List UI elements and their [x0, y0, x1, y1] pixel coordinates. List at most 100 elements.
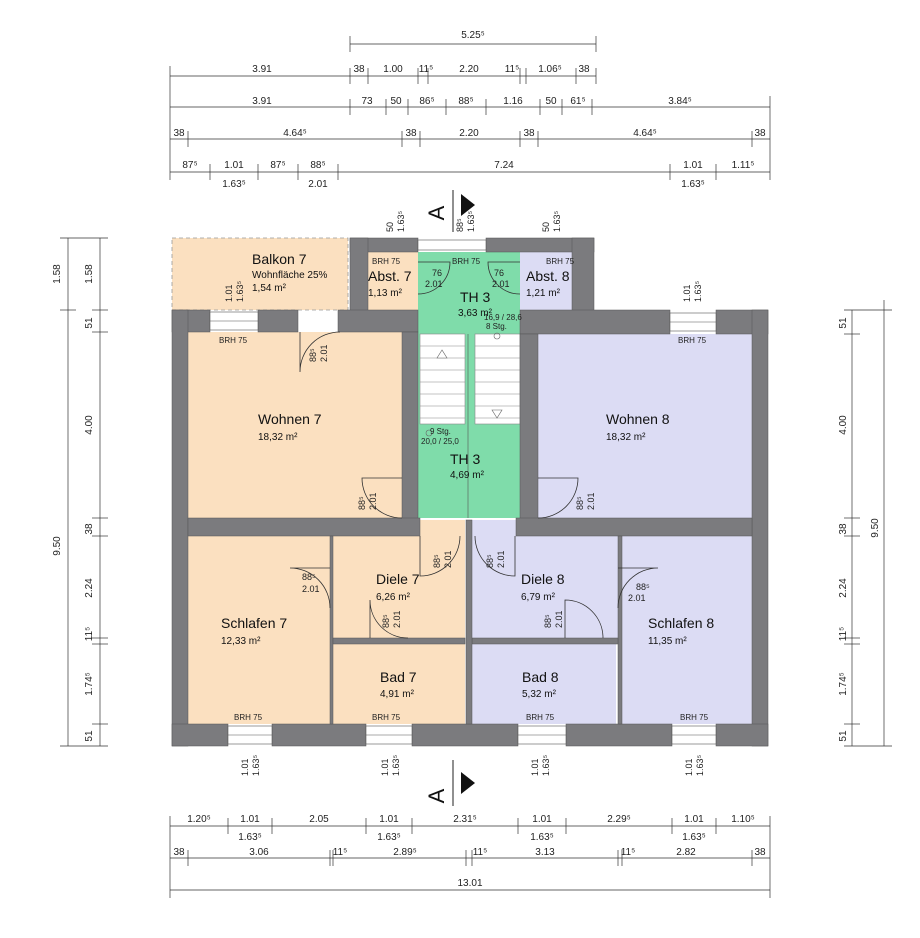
door-abst7-height: 2.01 [425, 279, 443, 289]
dim-top: 38 [754, 128, 766, 139]
brh-label: BRH 75 [546, 257, 575, 266]
brh-label: BRH 75 [372, 713, 401, 722]
dim-right: 1.74⁵ [838, 672, 849, 696]
fill-bad8 [472, 644, 616, 724]
fill-bad7 [333, 644, 465, 724]
window-bottom-4-height: 1.63⁵ [695, 754, 705, 776]
window-labels-bottom: 1.01 1.63⁵ 1.01 1.63⁵ 1.01 1.63⁵ 1.01 1.… [240, 754, 705, 776]
dim-top: 1.01 [224, 160, 244, 171]
door-labels: 88⁵ 2.01 76 2.01 76 2.01 88⁵ 2.01 88⁵ 2.… [302, 268, 650, 628]
dim-top: 38 [405, 128, 417, 139]
bad8-area: 5,32 m² [522, 689, 557, 700]
dim-bottom: 3.13 [535, 847, 555, 858]
window-bottom-3-height: 1.63⁵ [541, 754, 551, 776]
balkon7-note: Wohnfläche 25% [252, 270, 328, 281]
window-balkon-width: 1.01 [224, 284, 234, 302]
dim-bottom: 1.01 [240, 814, 260, 825]
dim-top: 38 [353, 64, 365, 75]
brh-label: BRH 75 [452, 257, 481, 266]
dim-right: 51 [838, 317, 849, 329]
dim-bottom: 1.01 [379, 814, 399, 825]
dim-left: 51 [84, 317, 95, 329]
bottom-dimension-lines [169, 816, 771, 898]
abst8-area: 1,21 m² [526, 288, 561, 299]
th3-bottom-area: 4,69 m² [450, 470, 485, 481]
th3-bottom-name: TH 3 [450, 451, 481, 467]
door-bad7-height: 2.01 [392, 610, 402, 628]
door-abst7-width: 76 [432, 268, 442, 278]
room-fills [171, 237, 752, 724]
dim-top: 7.24 [494, 160, 514, 171]
dim-top: 11⁵ [419, 64, 434, 75]
dim-left: 11⁵ [84, 627, 95, 642]
door-schlafen7-width: 88⁵ [302, 572, 316, 582]
dim-bottom: 11⁵ [621, 847, 636, 858]
diele8-name: Diele 8 [521, 571, 565, 587]
door-abst8-height: 2.01 [492, 279, 510, 289]
dim-top: 87⁵ [182, 160, 197, 171]
dim-top: 11⁵ [505, 64, 520, 75]
dim-bottom: 1.63⁵ [682, 832, 706, 843]
fill-wohnen8 [538, 334, 752, 518]
dim-top: 2.01 [308, 179, 328, 190]
top-dimension-texts: 5.25⁵ 3.91 38 1.00 11⁵ 2.20 11⁵ 1.06⁵ 38… [173, 30, 766, 190]
window-abst8-width: 50 [541, 222, 551, 232]
door-abst8-width: 76 [494, 268, 504, 278]
window-abst7-width: 50 [385, 222, 395, 232]
right-dimension-texts: 51 4.00 38 2.24 11⁵ 1.74⁵ 51 9.50 [838, 317, 881, 742]
dim-left: 9.50 [52, 536, 63, 556]
door-th7-height: 2.01 [443, 550, 453, 568]
fill-diele7 [333, 520, 465, 638]
door-swings [289, 261, 659, 639]
th3-top-steps-dim: 16,9 / 28,6 [484, 313, 522, 322]
th3-bottom-steps-dim: 20,0 / 25,0 [421, 437, 459, 446]
fill-abst7 [368, 252, 418, 310]
brh-labels: BRH 75 BRH 75 BRH 75 BRH 75 BRH 75 BRH 7… [219, 257, 709, 722]
dim-top: 1.06⁵ [538, 64, 562, 75]
door-wohnen7-width: 88⁵ [357, 496, 367, 510]
dim-top: 3.91 [252, 64, 272, 75]
dim-bottom: 1.01 [684, 814, 704, 825]
left-dimension-texts: 1.58 9.50 1.58 51 4.00 38 2.24 11⁵ 1.74⁵… [52, 264, 95, 742]
dim-bottom: 1.63⁵ [530, 832, 554, 843]
dim-top: 50 [545, 96, 557, 107]
window-bottom-1-width: 1.01 [240, 758, 250, 776]
window-bottom-3-width: 1.01 [530, 758, 540, 776]
door-th8-width: 88⁵ [485, 554, 495, 568]
dim-bottom: 1.63⁵ [238, 832, 262, 843]
window-bottom-2-width: 1.01 [380, 758, 390, 776]
dim-bottom: 11⁵ [333, 847, 348, 858]
dim-left: 1.58 [52, 264, 63, 284]
dim-left: 1.58 [84, 264, 95, 284]
brh-label: BRH 75 [526, 713, 555, 722]
dim-left: 51 [84, 730, 95, 742]
dim-bottom: 2.29⁵ [607, 814, 631, 825]
window-labels-top: 1.01 1.63⁵ 50 1.63⁵ 88⁵ 1.63⁵ 50 1.63⁵ 1… [224, 210, 703, 302]
fill-abst8 [520, 252, 572, 310]
abst7-name: Abst. 7 [368, 268, 412, 284]
walls [171, 237, 769, 747]
door-balkon-height: 2.01 [319, 344, 329, 362]
top-dimension-lines [169, 36, 771, 180]
dim-top-overall: 5.25⁵ [461, 30, 485, 41]
dim-bottom: 38 [754, 847, 766, 858]
dim-top: 50 [390, 96, 402, 107]
dim-bottom: 1.63⁵ [377, 832, 401, 843]
th3-top-steps: 8 Stg. [486, 322, 507, 331]
window-balkon-height: 1.63⁵ [235, 280, 245, 302]
dim-bottom: 1.20⁵ [187, 814, 211, 825]
dim-top: 1.00 [383, 64, 403, 75]
dim-top: 3.91 [252, 96, 272, 107]
balkon7-area: 1,54 m² [252, 283, 287, 294]
left-dimension-lines [60, 237, 108, 747]
door-wohnen7-height: 2.01 [368, 492, 378, 510]
dim-top: 88⁵ [310, 160, 325, 171]
brh-label: BRH 75 [219, 336, 248, 345]
bottom-dimension-texts: 1.20⁵ 1.01 2.05 1.01 2.31⁵ 1.01 2.29⁵ 1.… [173, 814, 766, 889]
dim-top: 38 [523, 128, 535, 139]
window-abst8-height: 1.63⁵ [552, 210, 562, 232]
window-wohnen8-height: 1.63⁵ [693, 280, 703, 302]
wohnen8-name: Wohnen 8 [606, 411, 670, 427]
dim-bottom: 2.89⁵ [393, 847, 417, 858]
